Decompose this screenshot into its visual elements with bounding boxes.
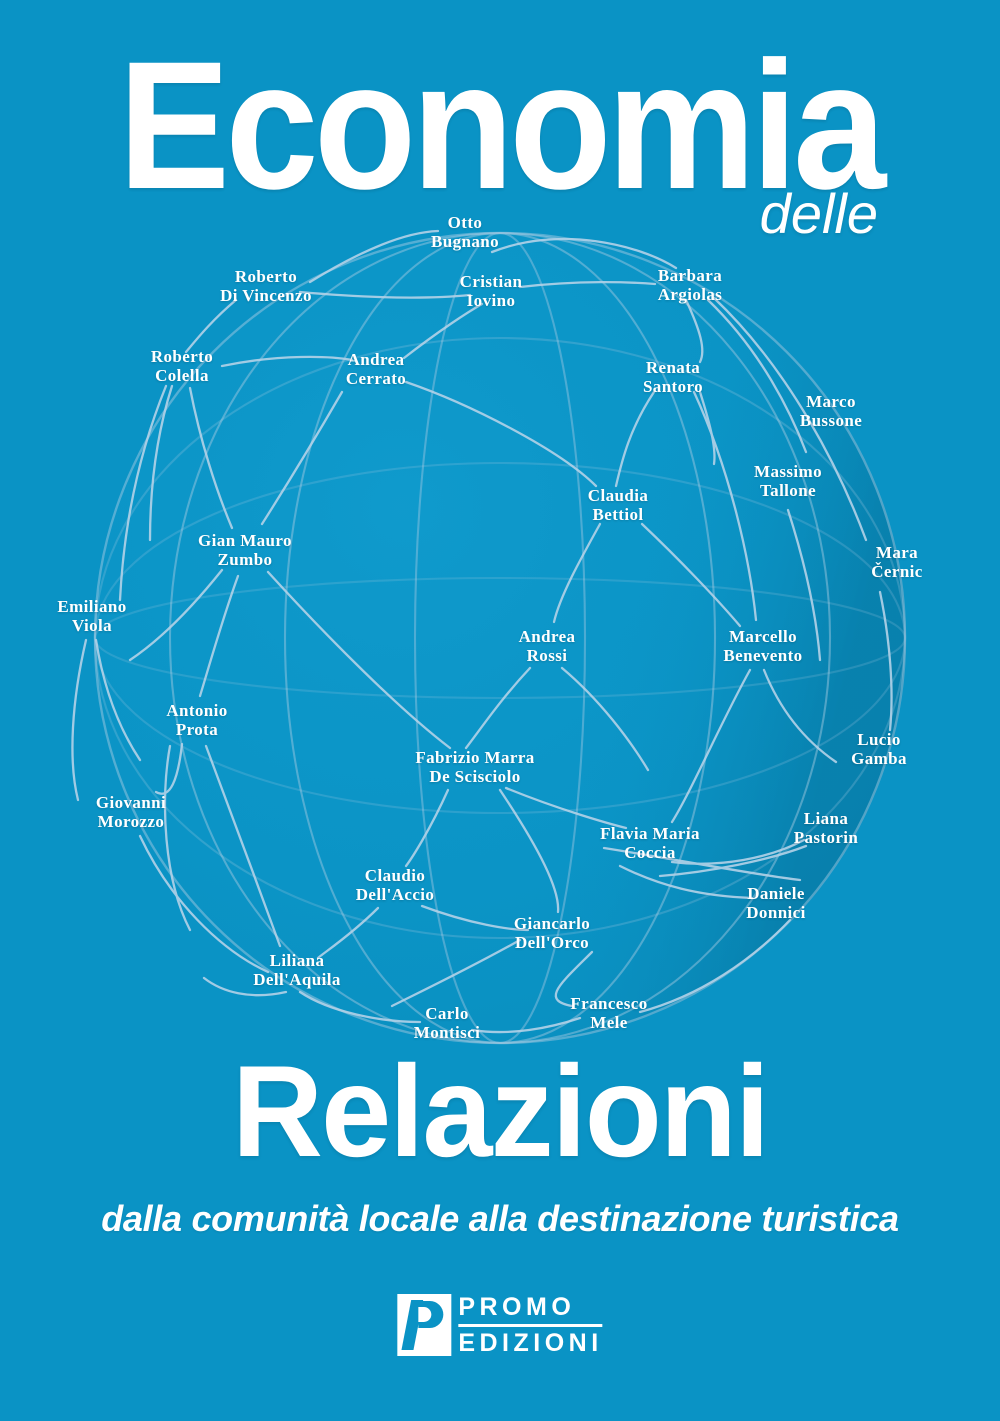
node-first-name: Emiliano xyxy=(57,596,127,616)
node-last-name: Colella xyxy=(155,366,209,385)
node-first-name: Lucio xyxy=(857,729,901,749)
node-last-name: Tallone xyxy=(759,481,817,500)
node-first-name: Giancarlo xyxy=(513,913,591,933)
node-last-name: Santoro xyxy=(642,377,704,396)
node-first-name: Roberto xyxy=(150,346,214,366)
node-last-name: Gamba xyxy=(851,749,907,768)
node-first-name: Liana xyxy=(803,808,849,828)
node-last-name: Cerrato xyxy=(345,369,407,388)
node-last-name: Benevento xyxy=(723,646,803,665)
node-first-name: Antonio xyxy=(166,700,228,720)
node-first-name: Claudio xyxy=(364,865,426,885)
node-last-name: De Scisciolo xyxy=(429,767,521,786)
node-last-name: Di Vincenzo xyxy=(220,286,312,305)
publisher-line-promo: PROMO xyxy=(458,1293,576,1321)
node-last-name: Dell'Accio xyxy=(355,885,435,904)
publisher-name: PROMO EDIZIONI xyxy=(458,1293,603,1357)
publisher-divider-rule xyxy=(458,1323,603,1327)
node-last-name: Dell'Orco xyxy=(514,933,590,952)
node-first-name: Mara xyxy=(875,542,919,562)
publisher-line-edizioni: EDIZIONI xyxy=(458,1328,603,1357)
node-last-name: Rossi xyxy=(526,646,568,665)
node-first-name: Cristian xyxy=(459,271,523,291)
promo-edizioni-monogram-icon xyxy=(397,1294,452,1356)
node-first-name: Marco xyxy=(806,391,856,411)
node-last-name: Argiolas xyxy=(657,285,723,304)
node-first-name: Francesco xyxy=(570,993,648,1013)
node-first-name: Liliana xyxy=(269,950,325,970)
node-last-name: Bettiol xyxy=(592,505,644,524)
page-title-connector: delle xyxy=(759,182,878,245)
node-first-name: Andrea xyxy=(518,626,576,646)
node-first-name: Andrea xyxy=(347,349,405,369)
node-first-name: Renata xyxy=(645,357,701,377)
page-title-second: Relazioni xyxy=(231,1038,770,1184)
node-last-name: Bussone xyxy=(799,411,863,430)
node-last-name: Černic xyxy=(871,562,923,581)
node-last-name: Bugnano xyxy=(430,232,500,251)
node-last-name: Viola xyxy=(71,616,113,635)
node-first-name: Carlo xyxy=(425,1003,469,1023)
node-first-name: Marcello xyxy=(728,626,798,646)
monogram-bowl-counter xyxy=(418,1307,432,1322)
node-last-name: Morozzo xyxy=(97,812,165,831)
node-last-name: Montisci xyxy=(413,1023,481,1042)
node-last-name: Zumbo xyxy=(217,550,273,569)
node-last-name: Prota xyxy=(175,720,219,739)
node-first-name: Daniele xyxy=(747,883,805,903)
node-first-name: Fabrizio Marra xyxy=(415,747,535,767)
node-first-name: Gian Mauro xyxy=(198,530,292,550)
node-last-name: Coccia xyxy=(624,843,676,862)
node-first-name: Roberto xyxy=(234,266,298,286)
node-first-name: Claudia xyxy=(587,485,649,505)
page-title-main: Economia xyxy=(118,23,886,227)
node-first-name: Giovanni xyxy=(95,792,167,812)
node-last-name: Donnici xyxy=(746,903,806,922)
node-last-name: Iovino xyxy=(466,291,516,310)
node-last-name: Pastorin xyxy=(793,828,859,847)
node-last-name: Dell'Aquila xyxy=(253,970,341,989)
node-first-name: Otto xyxy=(447,212,483,232)
node-first-name: Flavia Maria xyxy=(600,823,700,843)
page-subtitle: dalla comunità locale alla destinazione … xyxy=(101,1198,899,1239)
node-first-name: Barbara xyxy=(657,265,723,285)
publisher-logo: PROMO EDIZIONI xyxy=(397,1293,603,1357)
node-last-name: Mele xyxy=(590,1013,628,1032)
node-first-name: Massimo xyxy=(754,461,822,481)
